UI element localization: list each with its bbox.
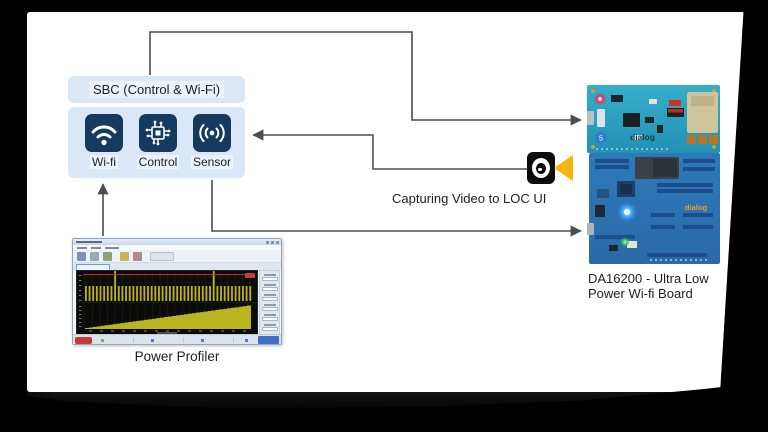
dialog-logo-top: dialog: [630, 132, 655, 142]
camera-caption: Capturing Video to LOC UI: [392, 191, 547, 206]
maximize-button[interactable]: [270, 240, 274, 244]
chip-icon: [145, 120, 171, 146]
sbc-title-box: SBC (Control & Wi-Fi): [68, 76, 245, 103]
profiler-chart-area: [76, 270, 258, 336]
profiler-titlebar: [73, 239, 281, 245]
wire-camera-to-sensor: [252, 129, 527, 170]
broadcast-icon: [199, 124, 225, 142]
setting-label: [263, 283, 276, 286]
current-spikes-chart: [77, 271, 257, 303]
board-badge-number: 5: [599, 136, 603, 143]
profiler-menubar: [73, 245, 281, 250]
control-label: Control: [136, 155, 180, 169]
toolbar-icon[interactable]: [90, 252, 99, 261]
profiler-settings-panel: [259, 270, 280, 341]
setting-input[interactable]: [261, 327, 278, 331]
window-buttons: [265, 240, 279, 244]
profiler-statusbar: [73, 334, 281, 344]
profiler-tab[interactable]: [76, 264, 110, 270]
setting-input[interactable]: [261, 317, 278, 321]
power-profiler-window: [72, 238, 282, 345]
wire-sensor-to-board: [211, 180, 582, 237]
toolbar-icon[interactable]: [103, 252, 112, 261]
minimize-button[interactable]: [265, 240, 269, 244]
start-button[interactable]: [258, 336, 279, 344]
setting-label: [263, 313, 276, 316]
sbc-item-control: Control: [131, 114, 185, 171]
profiler-tabrow: [73, 263, 281, 270]
camera-lens: [532, 158, 550, 178]
wifi-label: Wi-fi: [90, 155, 118, 169]
setting-label: [263, 303, 276, 306]
toolbar-icon[interactable]: [77, 252, 86, 261]
status-icon: [101, 338, 104, 342]
menu-item[interactable]: [105, 246, 119, 249]
profiler-caption: Power Profiler: [134, 349, 220, 364]
video-camera-icon: [527, 152, 555, 184]
menu-item[interactable]: [77, 246, 87, 249]
board-label-line1: DA16200 - Ultra Low: [588, 271, 709, 286]
sbc-item-sensor: Sensor: [185, 114, 239, 171]
wifi-tile: [85, 114, 123, 152]
setting-label: [263, 273, 276, 276]
menu-item[interactable]: [91, 246, 101, 249]
sbc-item-wifi: Wi-fi: [77, 114, 131, 171]
board-label-line2: Power Wi-fi Board: [588, 286, 693, 301]
camera-beam-icon: [554, 155, 573, 181]
sbc-title: SBC (Control & Wi-Fi): [88, 81, 225, 98]
setting-input[interactable]: [261, 287, 278, 291]
control-tile: [139, 114, 177, 152]
status-icon: [201, 338, 204, 342]
setting-label: [263, 323, 276, 326]
wifi-icon: [91, 125, 117, 146]
toolbar-icon[interactable]: [133, 252, 142, 261]
sensor-label: Sensor: [190, 155, 234, 169]
toolbar-icon[interactable]: [120, 252, 129, 261]
setting-input[interactable]: [261, 307, 278, 311]
da16200-board-photo: 5 dialog dialog: [587, 85, 720, 264]
status-icon: [151, 338, 154, 342]
setting-input[interactable]: [261, 277, 278, 281]
green-led: [620, 237, 630, 247]
charge-ramp-chart: [77, 303, 257, 334]
close-button[interactable]: [275, 240, 279, 244]
sbc-icons-box: Wi-fi Control: [68, 107, 245, 178]
record-badge[interactable]: [245, 273, 255, 278]
setting-label: [263, 293, 276, 296]
stop-button[interactable]: [75, 336, 92, 344]
profiler-title-text: [76, 241, 102, 243]
board-label: DA16200 - Ultra Low Power Wi-fi Board: [588, 271, 709, 301]
dialog-logo-bottom: dialog: [685, 203, 708, 212]
toolbar-dropdown[interactable]: [150, 252, 174, 261]
wire-sbc-to-board: [149, 31, 582, 126]
setting-input[interactable]: [261, 297, 278, 301]
sensor-tile: [193, 114, 231, 152]
profiler-toolbar: [73, 250, 281, 263]
status-icon: [245, 338, 248, 342]
